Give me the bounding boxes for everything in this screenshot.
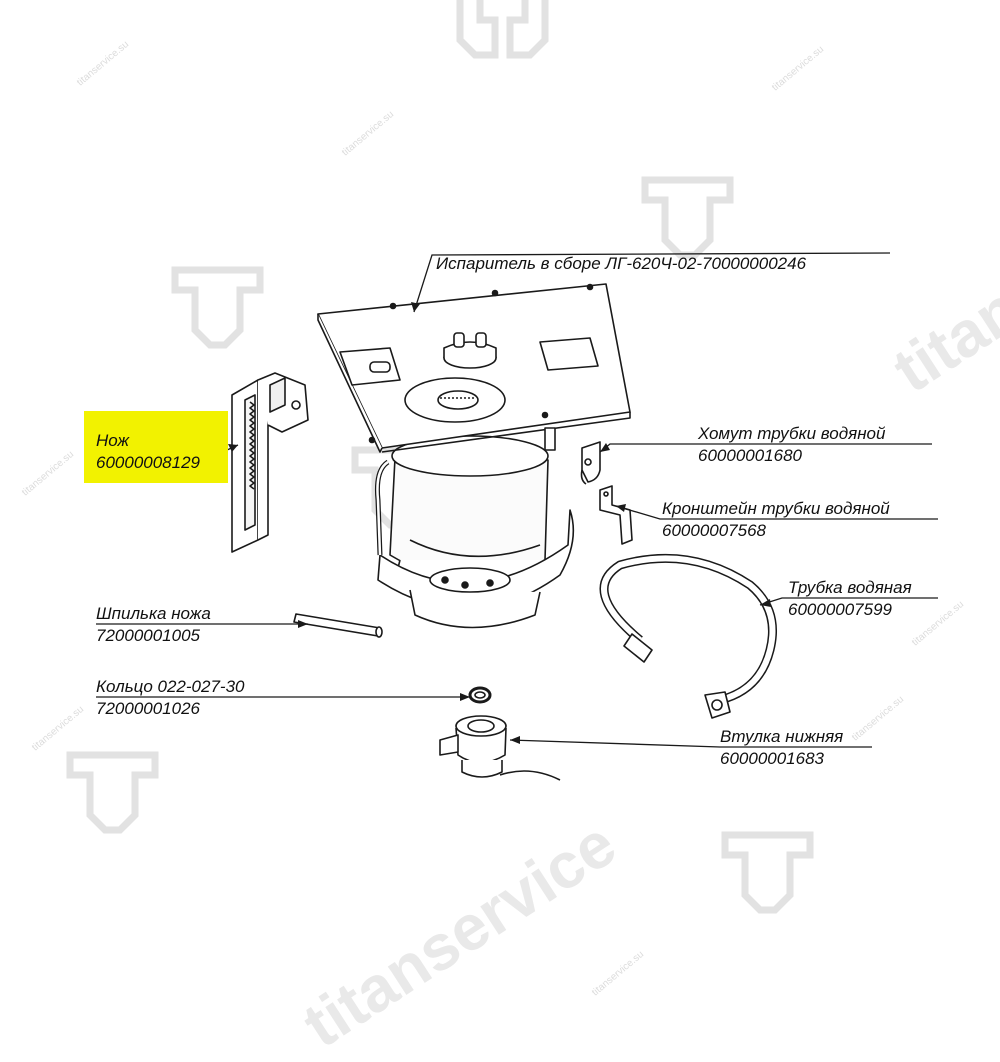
clamp-label: Хомут трубки водяной [698,424,886,443]
knife-part[interactable] [231,372,309,553]
watermark-logo-icon [66,751,159,834]
watermark-logo-icon [641,176,734,259]
bracket-code: 60000007568 [662,521,767,540]
bushing-label: Втулка нижняя [720,727,844,746]
pin-part[interactable] [293,613,383,638]
knife-label: Нож [96,431,130,450]
ring-code: 72000001026 [96,699,201,718]
bracket-part[interactable] [599,485,633,545]
clamp-code: 60000001680 [698,446,803,465]
watermark-logo-icon [721,831,814,914]
ring-label: Кольцо 022-027-30 [96,677,245,696]
knife-code: 60000008129 [96,453,201,472]
watermark-logo-icon [171,266,264,349]
bushing-part[interactable] [439,715,561,781]
tube-label: Трубка водяная [788,578,912,597]
diagram-canvas: titanservice titanservice titanservice.s… [20,0,1000,1061]
oring-part[interactable] [468,686,492,704]
evaporator-assembly[interactable] [317,283,631,629]
tube-code: 60000007599 [788,600,893,619]
knife-highlight [84,411,228,483]
leader-arrowheads [228,302,771,744]
pin-label: Шпилька ножа [96,604,211,623]
parts-drawing [92,252,938,781]
evaporator-label: Испаритель в сборе ЛГ-620Ч-02-7000000024… [436,254,807,273]
watermark-logo-icon [456,0,549,59]
clamp-part[interactable] [580,441,601,485]
bracket-label: Кронштейн трубки водяной [662,499,890,518]
water-tube-part[interactable] [599,553,777,719]
bushing-code: 60000001683 [720,749,825,768]
pin-code: 72000001005 [96,626,201,645]
